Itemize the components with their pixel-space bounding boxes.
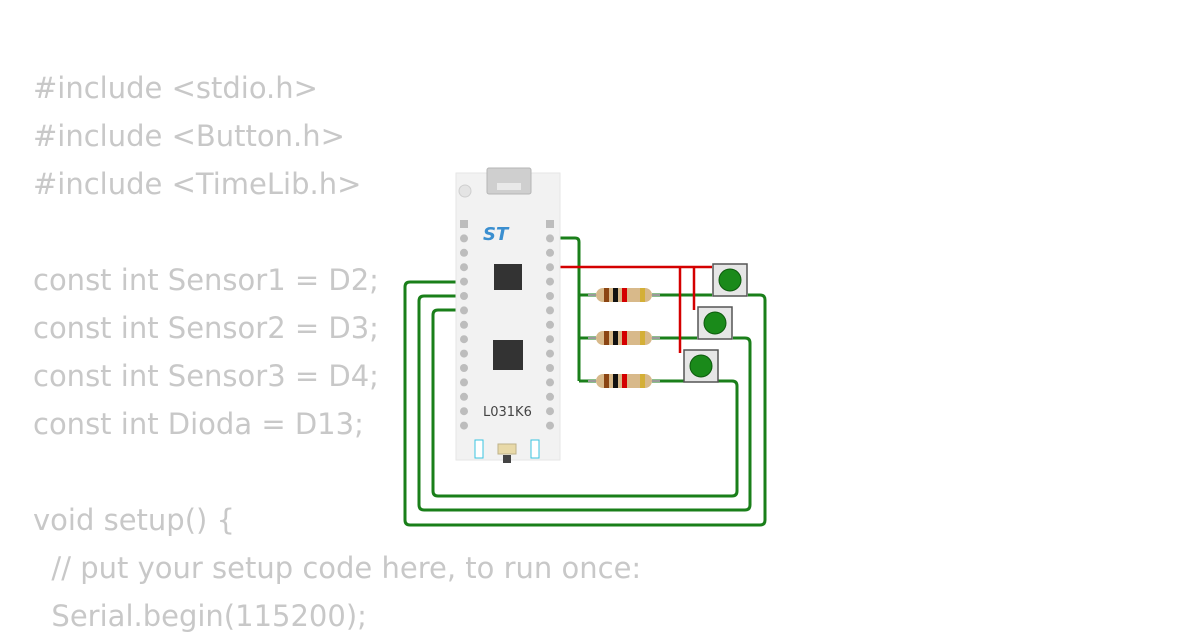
- code-line-7: const int Sensor3 = D4;: [33, 359, 379, 393]
- header-pin[interactable]: [460, 407, 468, 416]
- resistor-3[interactable]: [588, 374, 660, 388]
- chip-mcu: [493, 340, 523, 370]
- push-buttons: [683, 263, 748, 383]
- led-left-icon: [474, 439, 484, 459]
- code-line-5: const int Sensor1 = D2;: [33, 263, 379, 297]
- header-pin[interactable]: [460, 234, 468, 243]
- code-line-6: const int Sensor2 = D3;: [33, 311, 379, 345]
- header-pin[interactable]: [546, 349, 554, 358]
- sensor3-wire[interactable]: [431, 308, 739, 498]
- button-cap-icon: [703, 311, 727, 335]
- board-label: L031K6: [483, 405, 532, 420]
- board-pcb: [455, 172, 561, 461]
- header-pin[interactable]: [460, 320, 468, 329]
- usb-connector: [486, 167, 532, 195]
- button-cap-icon: [689, 354, 713, 378]
- header-pin[interactable]: [460, 392, 468, 401]
- header-pin[interactable]: [546, 277, 554, 286]
- header-pin[interactable]: [460, 421, 468, 430]
- code-line-2: #include <Button.h>: [33, 119, 345, 153]
- code-line-8: const int Dioda = D13;: [33, 407, 364, 441]
- code-line-10: void setup() {: [33, 503, 235, 537]
- header-pin[interactable]: [460, 220, 468, 228]
- header-pin[interactable]: [546, 306, 554, 315]
- resistor-band: [622, 288, 627, 302]
- header-pin[interactable]: [460, 277, 468, 286]
- code-line-3: #include <TimeLib.h>: [33, 167, 362, 201]
- chip-small: [494, 264, 522, 290]
- left-pin-header: [460, 220, 468, 430]
- header-pin[interactable]: [546, 407, 554, 416]
- sensor1-wire[interactable]: [403, 280, 767, 527]
- resistor-band: [613, 288, 618, 302]
- header-pin[interactable]: [546, 421, 554, 430]
- header-pin[interactable]: [460, 306, 468, 315]
- led-indicator-icon: [458, 184, 472, 198]
- header-pin[interactable]: [546, 364, 554, 372]
- resistor-band: [640, 374, 645, 388]
- led-right-icon: [530, 439, 540, 459]
- header-pin[interactable]: [546, 335, 554, 344]
- push-button-2[interactable]: [697, 306, 733, 340]
- header-pin[interactable]: [460, 292, 468, 300]
- header-pin[interactable]: [546, 392, 554, 401]
- button-cap-icon: [718, 268, 742, 292]
- resistor-1[interactable]: [588, 288, 660, 302]
- code-line-11: // put your setup code here, to run once…: [33, 551, 642, 585]
- nucleo-board: ST L031K6: [455, 167, 561, 463]
- header-pin[interactable]: [546, 220, 554, 228]
- resistor-band: [604, 374, 609, 388]
- red-wires: [552, 265, 712, 353]
- usb-port-slot: [497, 183, 521, 190]
- right-pin-header: [546, 220, 554, 430]
- header-pin[interactable]: [546, 292, 554, 300]
- resistor-band: [613, 331, 618, 345]
- resistors: [588, 288, 660, 388]
- resistor-band: [640, 288, 645, 302]
- resistor-band: [613, 374, 618, 388]
- code-line-1: #include <stdio.h>: [33, 71, 318, 105]
- header-pin[interactable]: [460, 364, 468, 372]
- resistor-band: [604, 331, 609, 345]
- header-pin[interactable]: [460, 248, 468, 257]
- push-button-3[interactable]: [683, 349, 719, 383]
- reset-button-base: [503, 455, 511, 463]
- header-pin[interactable]: [546, 248, 554, 257]
- resistor-band: [622, 331, 627, 345]
- resistor-band: [622, 374, 627, 388]
- gnd-bus-wire[interactable]: [552, 236, 581, 381]
- st-logo: ST: [483, 224, 510, 245]
- header-pin[interactable]: [546, 234, 554, 243]
- push-button-1[interactable]: [712, 263, 748, 297]
- code-line-12: Serial.begin(115200);: [33, 599, 367, 633]
- resistor-2[interactable]: [588, 331, 660, 345]
- resistor-band: [640, 331, 645, 345]
- header-pin[interactable]: [546, 378, 554, 387]
- header-pin[interactable]: [460, 378, 468, 387]
- sensor2-wire[interactable]: [417, 294, 752, 512]
- header-pin[interactable]: [460, 335, 468, 344]
- reset-button[interactable]: [497, 443, 517, 455]
- resistor-band: [604, 288, 609, 302]
- header-pin[interactable]: [546, 263, 554, 272]
- header-pin[interactable]: [460, 349, 468, 358]
- header-pin[interactable]: [546, 320, 554, 329]
- header-pin[interactable]: [460, 263, 468, 272]
